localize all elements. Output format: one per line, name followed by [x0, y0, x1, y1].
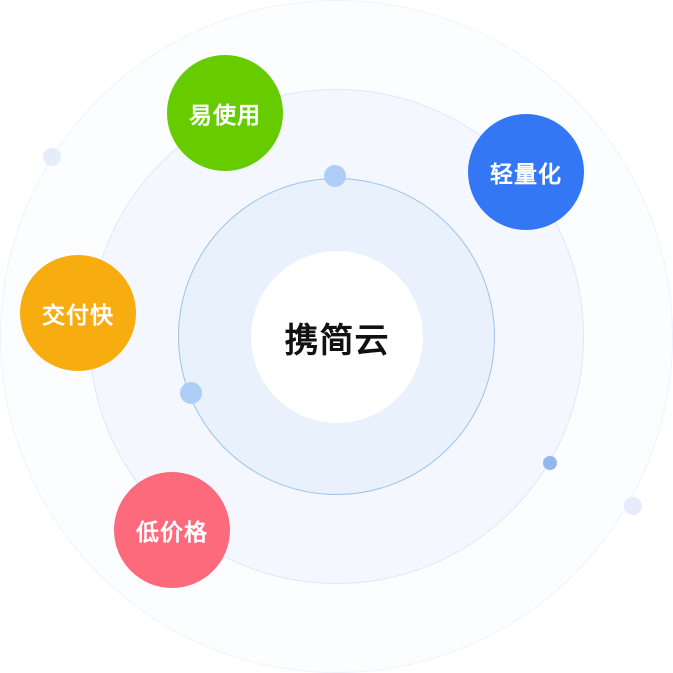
- feature-easy-to-use[interactable]: 易使用: [167, 55, 283, 171]
- orbit-dot-right: [543, 456, 557, 470]
- orbit-dot-left: [180, 382, 202, 404]
- orbit-dot-outer-left: [43, 148, 61, 166]
- feature-label: 交付快: [42, 303, 114, 329]
- center-label: 携简云: [284, 320, 390, 361]
- feature-label: 低价格: [136, 520, 208, 546]
- orbit-dot-top: [324, 165, 346, 187]
- feature-fast-delivery[interactable]: 交付快: [20, 255, 136, 371]
- orbit-dot-outer-right: [624, 497, 642, 515]
- feature-label: 易使用: [189, 103, 261, 129]
- feature-low-price[interactable]: 低价格: [114, 472, 230, 588]
- center-node: 携简云: [251, 251, 423, 423]
- feature-label: 轻量化: [490, 162, 562, 188]
- feature-lightweight[interactable]: 轻量化: [468, 114, 584, 230]
